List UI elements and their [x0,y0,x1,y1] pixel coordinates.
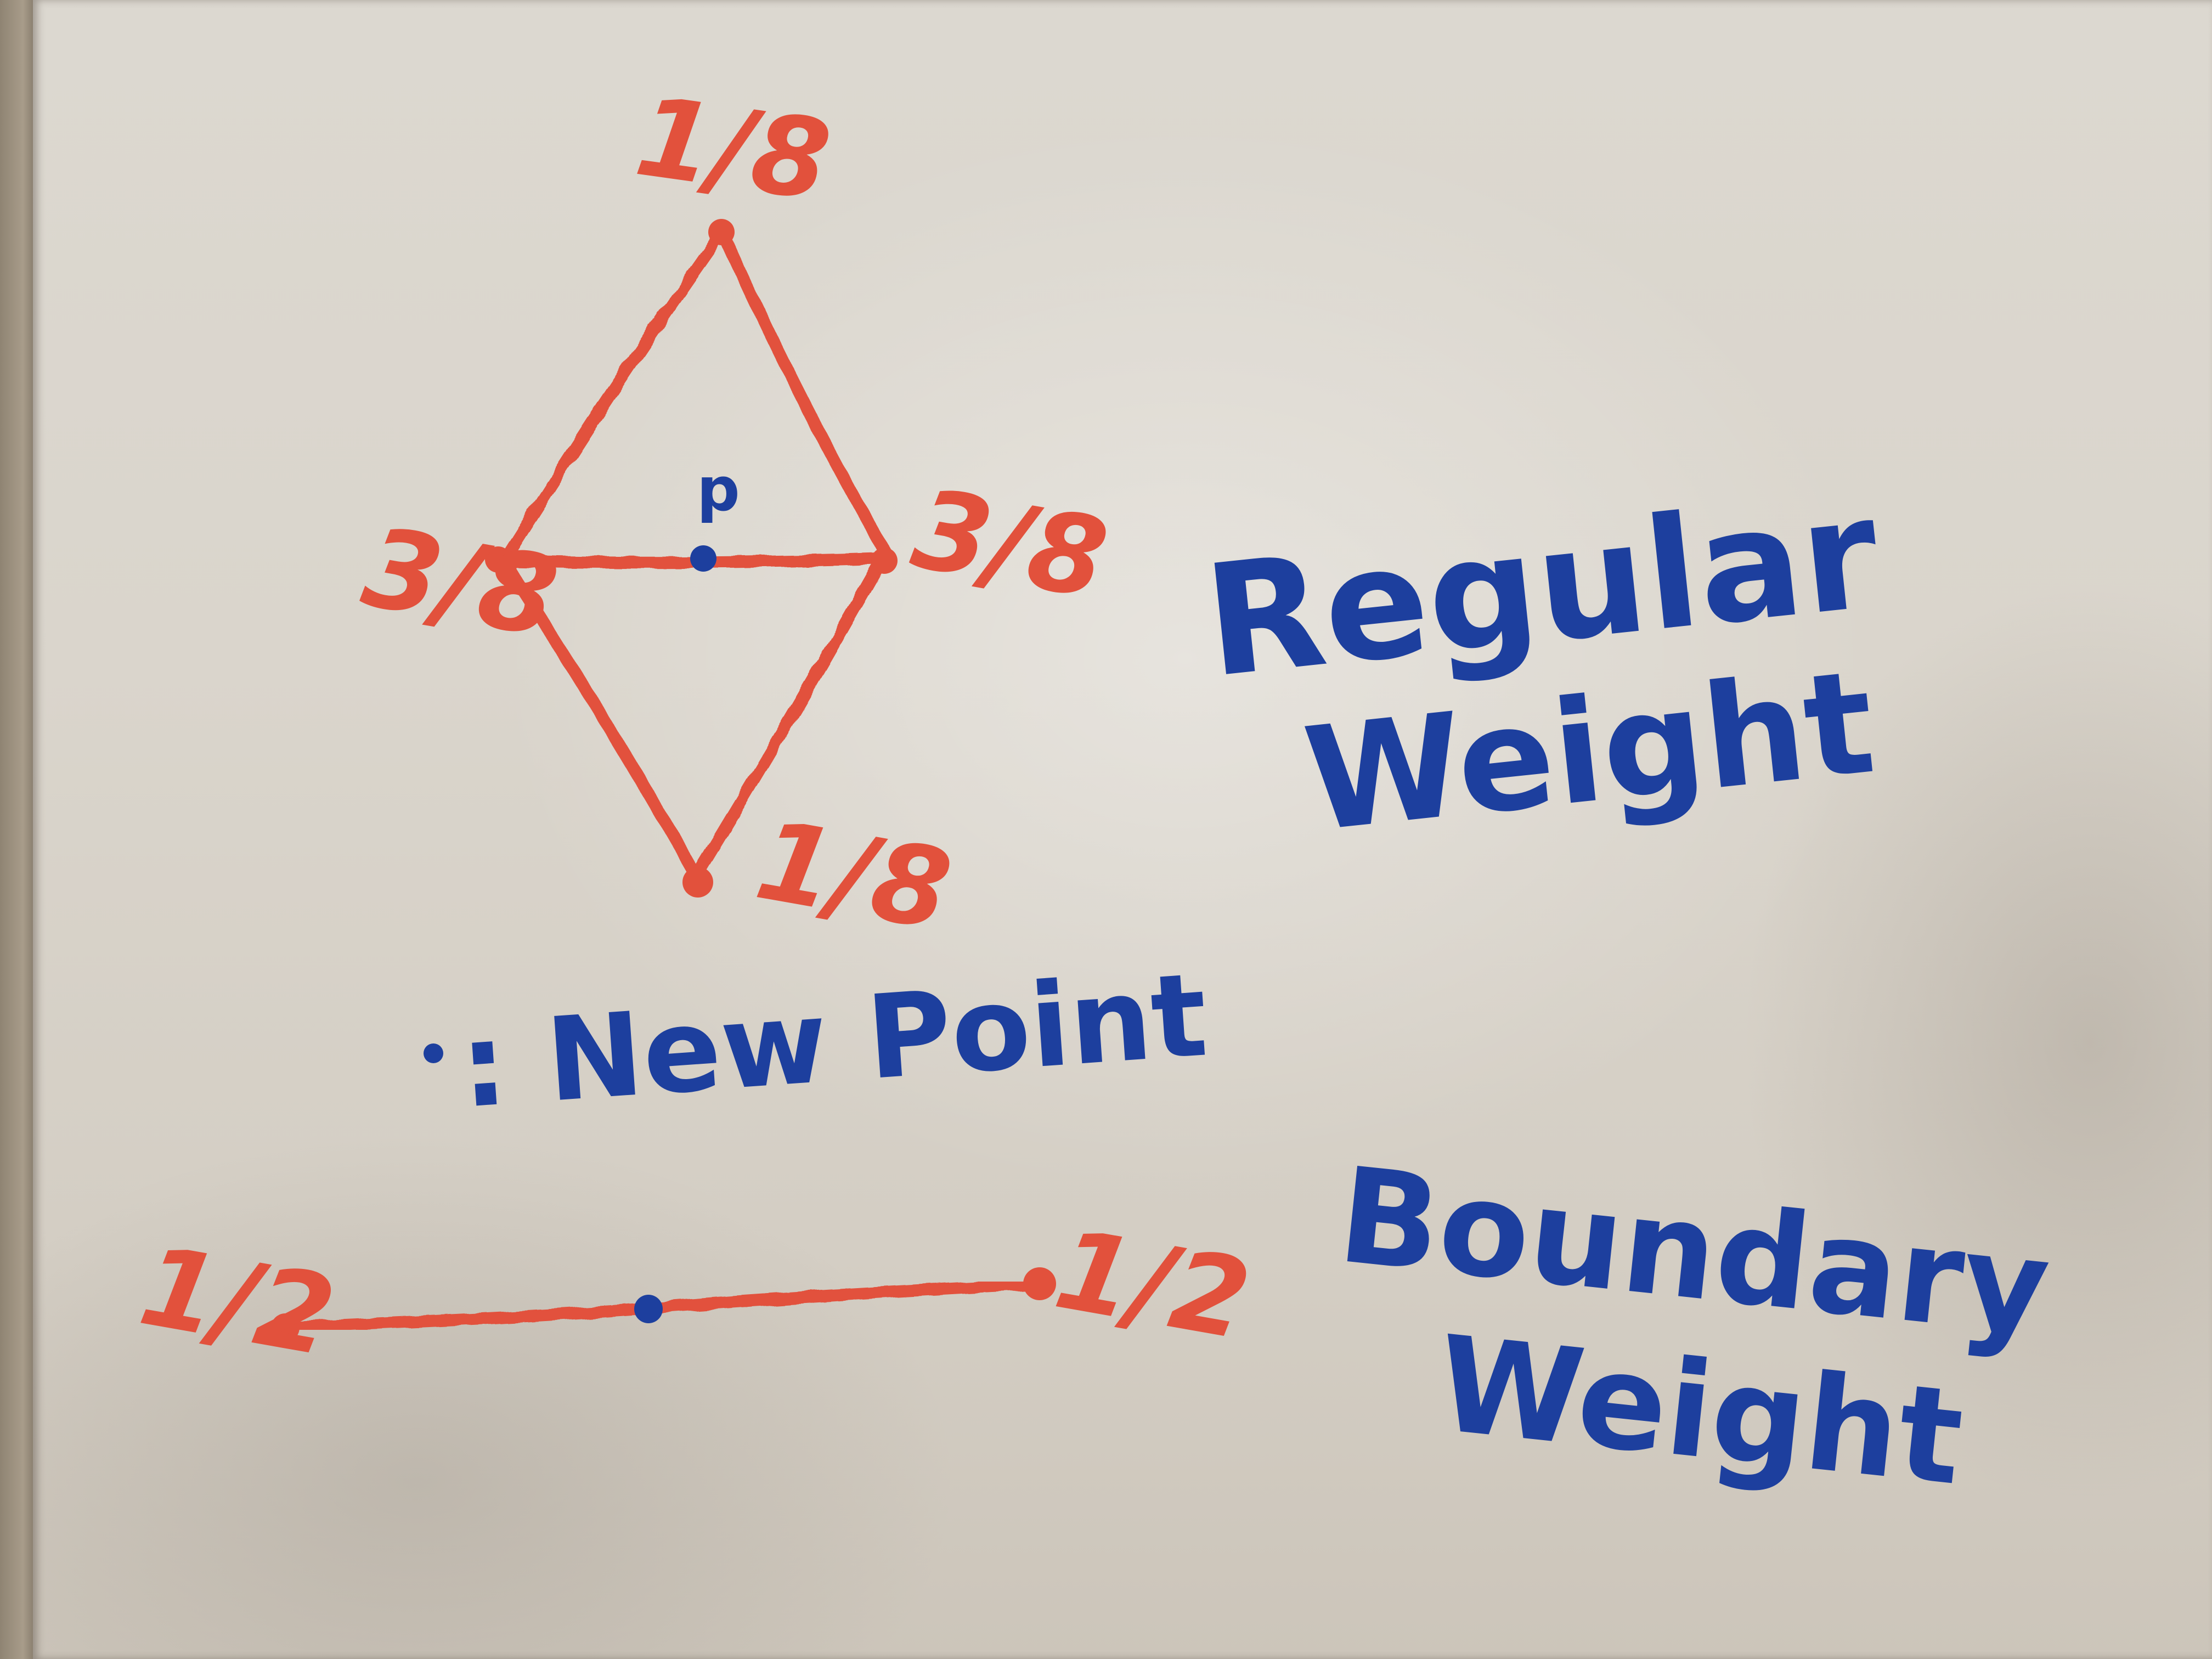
boundary-vertex-right [1023,1267,1056,1300]
legend-dot-icon [424,1043,443,1063]
vertex-right [871,548,898,574]
label-bottom-weight: 1/8 [748,796,960,955]
label-boundary-right-weight: 1/2 [1047,1205,1259,1364]
whiteboard [33,0,2212,1659]
legend-text: : New Point [456,947,1211,1133]
diamond-diagram [490,227,895,884]
vertex-left [485,546,511,573]
diamond-vertices [485,219,898,898]
vertex-bottom [682,867,713,898]
wall-edge [0,0,38,1659]
label-right-weight: 3/8 [904,465,1116,624]
boundary-weight-title-line1: Boundary [1332,1138,2056,1365]
boundary-vertex-left [271,1313,300,1342]
diamond-edge-top-left [499,229,726,566]
new-point-boundary [634,1295,663,1323]
point-label: p [697,454,740,524]
diamond-edge-bottom-right [690,556,887,884]
label-boundary-left-weight: 1/2 [131,1222,343,1381]
diamond-edge-top-right [717,227,895,565]
diamond-edge-bottom-left [499,556,702,881]
diamond-diagonal [490,552,892,569]
boundary-diagram [271,1267,1056,1342]
legend: : New Point [424,947,1211,1134]
vertex-top [708,219,735,245]
label-top-weight: 1/8 [629,72,837,226]
label-left-weight: 3/8 [354,503,566,662]
new-point-diamond [690,545,716,572]
boundary-edge [279,1278,1046,1334]
